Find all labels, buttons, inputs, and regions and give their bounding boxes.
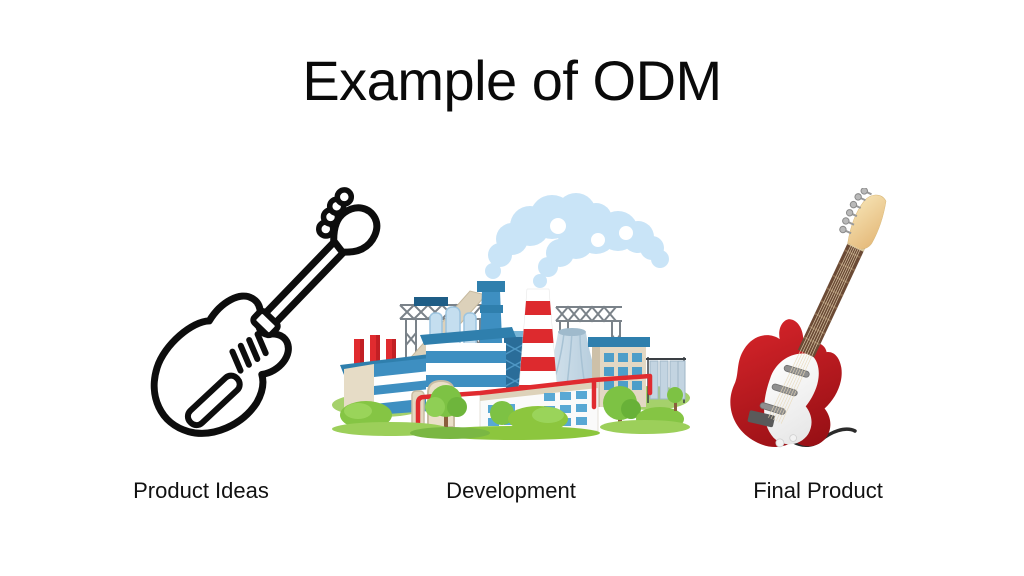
guitar-neck-joint: [250, 308, 281, 339]
slide-title: Example of ODM: [302, 49, 722, 112]
stage-label-final-product: Final Product: [753, 478, 883, 503]
guitar-tuning-pegs: [316, 187, 355, 239]
factory-illustration: [332, 193, 690, 440]
red-guitar-headstock: [847, 194, 887, 250]
red-electric-guitar-illustration: [730, 188, 887, 448]
truss-cap: [414, 297, 448, 306]
stage-label-development: Development: [446, 478, 576, 503]
knob: [789, 434, 797, 442]
guitar-body-outline: [150, 292, 292, 437]
guitar-neck-outline: [258, 235, 349, 330]
bridge: [747, 410, 775, 428]
guitar-pickup-lines: [229, 331, 269, 374]
red-pipe: [415, 373, 653, 428]
smoke-clouds: [485, 193, 669, 288]
strings: [768, 244, 861, 424]
tuning-pegs: [839, 188, 872, 235]
bass-guitar-outline-illustration: [150, 187, 381, 437]
guitar-bridge-slot: [184, 372, 243, 429]
knob: [775, 438, 785, 448]
storage-tanks: [646, 357, 686, 403]
foreground-grass: [332, 420, 690, 440]
stage-label-product-ideas: Product Ideas: [133, 478, 269, 503]
